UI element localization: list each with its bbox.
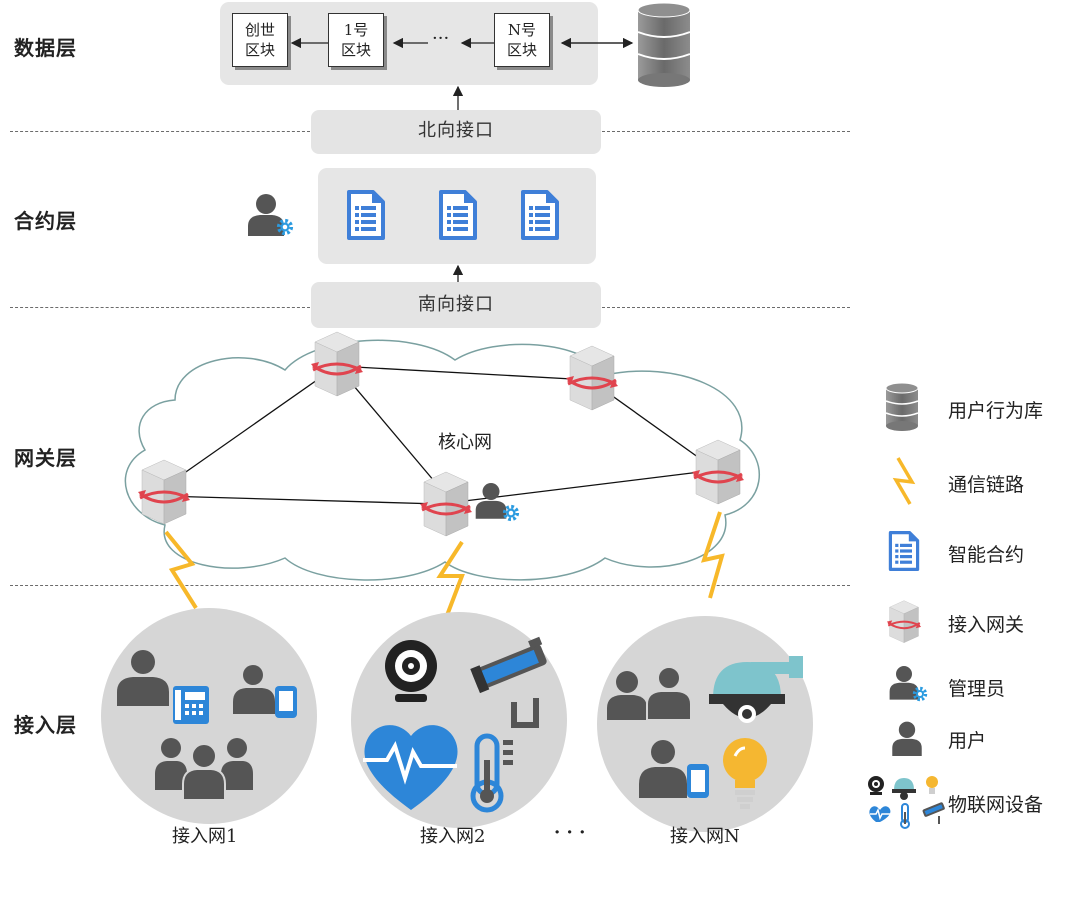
access-layer-label: 接入层 xyxy=(14,713,77,737)
legend-label-document: 智能合约 xyxy=(948,544,1025,566)
gateway-server-5 xyxy=(688,436,748,506)
gateway-layer-label: 网关层 xyxy=(14,446,77,470)
access-ellipsis: · · · xyxy=(554,822,586,843)
contract-layer-label: 合约层 xyxy=(14,209,77,233)
legend-user-icon xyxy=(890,720,924,756)
block-1-line2: 区块 xyxy=(340,41,371,59)
block-n-line1: N号 xyxy=(507,21,537,39)
access-network-1 xyxy=(101,608,317,824)
separator-contract-gateway xyxy=(10,307,310,308)
legend-admin-icon xyxy=(888,664,938,708)
genesis-block: 创世 区块 xyxy=(232,13,288,67)
data-layer-label: 数据层 xyxy=(14,36,77,60)
gateway-server-4 xyxy=(416,468,476,538)
separator-data-contract xyxy=(10,131,310,132)
south-interface: 南向接口 xyxy=(311,282,601,328)
legend-label-database: 用户行为库 xyxy=(948,400,1044,422)
gateway-server-2 xyxy=(562,342,622,412)
lightning-icon-1 xyxy=(164,530,198,610)
gateway-server-3 xyxy=(134,456,194,526)
block-ellipsis: ··· xyxy=(432,28,450,49)
core-network-label: 核心网 xyxy=(438,432,492,453)
lightning-icon-2 xyxy=(436,540,465,619)
legend-label-admin: 管理员 xyxy=(948,678,1006,700)
legend-database-icon xyxy=(885,382,919,431)
north-interface: 北向接口 xyxy=(311,110,601,154)
admin-icon xyxy=(246,192,296,236)
smart-contract-doc-1 xyxy=(346,190,386,240)
smart-contract-doc-2 xyxy=(438,190,478,240)
access-network-2-label: 接入网2 xyxy=(420,826,486,847)
separator-data-contract-right xyxy=(602,131,850,132)
legend-label-iot: 物联网设备 xyxy=(948,794,1044,816)
legend-gateway-server-icon xyxy=(884,598,924,644)
block-n: N号 区块 xyxy=(494,13,550,67)
legend-lightning-icon xyxy=(892,457,916,505)
gateway-server-1 xyxy=(307,328,367,398)
block-1-line1: 1号 xyxy=(343,21,369,39)
smart-contract-doc-3 xyxy=(520,190,560,240)
access-network-1-label: 接入网1 xyxy=(172,826,238,847)
access-network-n xyxy=(597,616,813,832)
separator-gateway-access xyxy=(10,585,850,586)
legend-label-gateway: 接入网关 xyxy=(948,614,1025,636)
access-network-2 xyxy=(351,612,567,828)
legend-document-icon xyxy=(888,530,920,572)
block-n-line2: 区块 xyxy=(506,41,537,59)
legend-label-lightning: 通信链路 xyxy=(948,474,1025,496)
separator-contract-gateway-right xyxy=(602,307,850,308)
access-network-n-label: 接入网N xyxy=(670,826,740,847)
block-1: 1号 区块 xyxy=(328,13,384,67)
gateway-admin-icon xyxy=(474,480,524,524)
lightning-icon-3 xyxy=(700,511,725,599)
database-icon xyxy=(637,2,691,87)
genesis-block-line2: 区块 xyxy=(244,41,275,59)
legend-iot-devices-icon xyxy=(868,776,945,829)
genesis-block-line1: 创世 xyxy=(244,21,275,39)
legend-label-user: 用户 xyxy=(948,730,987,752)
